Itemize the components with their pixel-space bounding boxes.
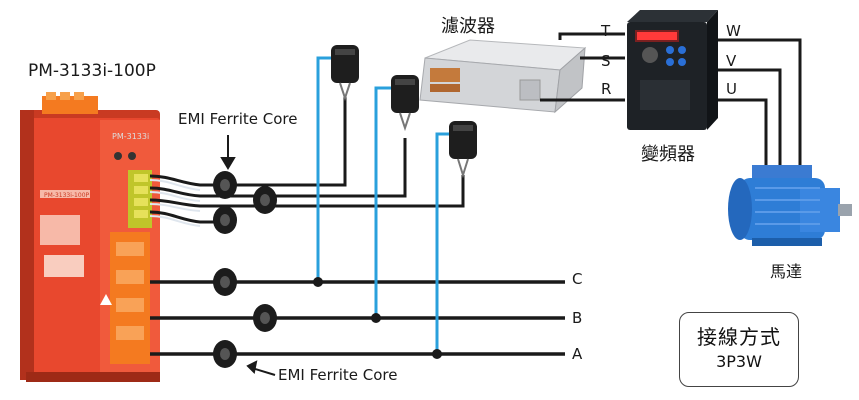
ferrite-core-icon — [253, 304, 277, 332]
inverter-phase-t: T — [601, 22, 611, 40]
motor-unit — [728, 165, 852, 246]
arrow-left-icon — [246, 360, 258, 375]
device-brand-label: PM-3133i-100P — [44, 192, 90, 199]
wiring-mode-title: 接線方式 — [697, 325, 781, 349]
inverter-phase-s: S — [601, 52, 611, 70]
emi-arrows — [220, 135, 276, 376]
ct-sensor-b — [391, 75, 419, 132]
filter-unit — [419, 39, 587, 114]
inverter-unit — [627, 10, 718, 130]
line-label-b: B — [572, 309, 583, 327]
emi-ferrite-cores — [213, 171, 277, 368]
ferrite-core-icon — [213, 268, 237, 296]
ct-sensor-c — [331, 45, 359, 102]
wiring-mode-value: 3P3W — [716, 352, 762, 371]
ct-sensor-a — [449, 121, 477, 179]
line-label-c: C — [572, 270, 583, 288]
filter-label: 濾波器 — [441, 16, 495, 37]
ferrite-core-icon — [253, 186, 277, 214]
wiring-mode-box: 接線方式 3P3W — [679, 312, 799, 387]
motor-phase-v: V — [726, 52, 737, 70]
emi-label-bottom: EMI Ferrite Core — [278, 366, 398, 384]
main-lines — [150, 280, 565, 356]
motor-label: 馬達 — [770, 262, 803, 281]
ct-secondary-wires — [149, 95, 465, 224]
inverter-motor-wires — [718, 38, 802, 175]
device-title: PM-3133i-100P — [28, 61, 156, 81]
device-model-label: PM-3133i — [112, 132, 150, 141]
pm-3133i-device — [20, 92, 160, 382]
motor-phase-w: W — [726, 22, 741, 40]
motor-phase-u: U — [726, 80, 737, 98]
line-label-a: A — [572, 345, 583, 363]
filter-inverter-wires — [540, 32, 625, 102]
ferrite-core-icon — [213, 171, 237, 199]
inverter-phase-r: R — [601, 80, 612, 98]
inverter-label: 變頻器 — [641, 144, 695, 165]
arrow-down-icon — [220, 157, 236, 170]
emi-label-top: EMI Ferrite Core — [178, 110, 298, 128]
ferrite-core-icon — [213, 206, 237, 234]
ct-sensors — [331, 45, 477, 179]
ferrite-core-icon — [213, 340, 237, 368]
